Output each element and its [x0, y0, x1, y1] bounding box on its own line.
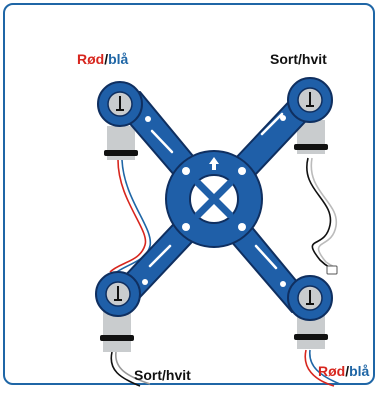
label-top-left: Rød/blå [77, 51, 128, 67]
label-top-left-sep: / [104, 51, 109, 67]
pad-holes [142, 115, 286, 287]
plug-icon [326, 265, 338, 275]
label-top-right: Sort/hvit [270, 51, 327, 67]
wire-black-bottom-left [110, 351, 141, 387]
motor-icon-bottom-left [100, 310, 134, 352]
wire-black-top-right [306, 157, 334, 273]
wire-red-top-left [109, 159, 147, 273]
wire-blue-top-left [113, 159, 152, 275]
label-bottom-right-red: Rød [318, 363, 346, 379]
wire-blue-bottom-right [309, 349, 341, 385]
label-bottom-left: Sort/hvit [134, 367, 191, 383]
motor-icon-top-right [294, 120, 328, 154]
pad-top-right [287, 77, 333, 123]
motor-icon-top-left [104, 126, 138, 160]
up-arrow-icon [209, 157, 219, 170]
label-top-left-blue: blå [108, 51, 129, 67]
label-bottom-right-blue: blå [349, 363, 370, 379]
label-bottom-right: Rød/blå [318, 363, 369, 379]
wire-red-bottom-right [304, 349, 335, 387]
pad-bottom-right [287, 275, 333, 321]
pad-top-left [97, 81, 143, 127]
wire-white-bottom-left [115, 351, 151, 385]
arm-slots [148, 112, 284, 270]
wires [109, 157, 341, 387]
motors [100, 120, 328, 352]
arm-pads [95, 77, 333, 321]
wire-white-top-right [310, 157, 337, 273]
label-top-left-red: Rød [77, 51, 105, 67]
center-hub [155, 140, 273, 258]
pad-bottom-left [95, 271, 141, 317]
label-bottom-right-sep: / [345, 363, 350, 379]
